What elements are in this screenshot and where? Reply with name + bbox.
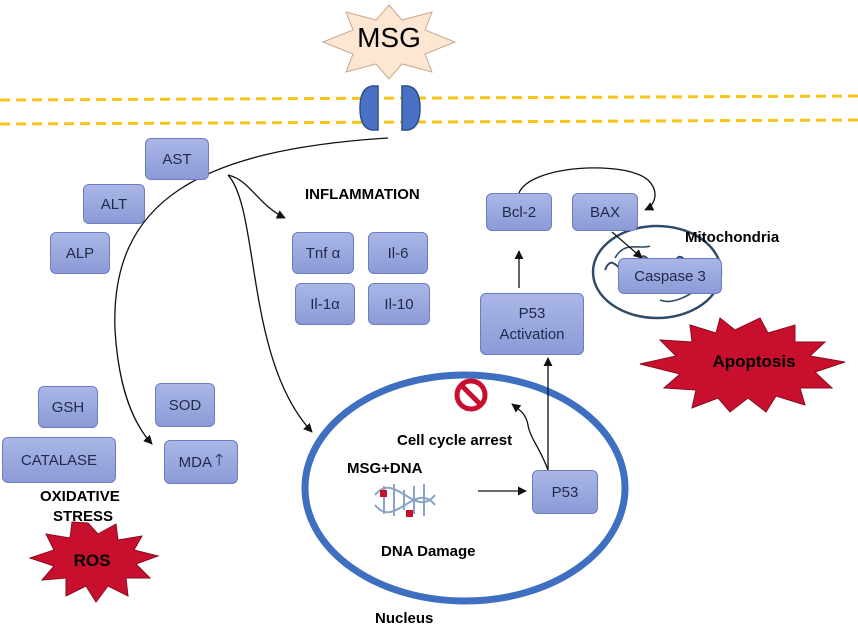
inflammation-title: INFLAMMATION bbox=[305, 186, 420, 203]
arrow-to-nucleus bbox=[227, 174, 313, 433]
oxidative-title-line2: STRESS bbox=[53, 508, 114, 525]
mitochondria-label: Mitochondria bbox=[685, 229, 780, 246]
il6-box: Il-6 bbox=[368, 232, 428, 274]
il10-box: Il-10 bbox=[368, 283, 430, 325]
p53-activation-line2: Activation bbox=[499, 326, 565, 343]
p53-activation-line1: P53 bbox=[518, 305, 546, 322]
arrow-bax-to-caspase bbox=[611, 231, 643, 259]
dna-damage-label: DNA Damage bbox=[381, 543, 476, 560]
apoptosis-burst bbox=[639, 317, 846, 413]
msg-star-shape bbox=[321, 4, 457, 80]
oxidative-title-line1: OXIDATIVE bbox=[40, 488, 120, 505]
apoptosis-label: Apoptosis bbox=[712, 352, 796, 371]
mda-label: MDA bbox=[178, 453, 212, 471]
membrane-line-top bbox=[0, 94, 858, 102]
p53-activation-box: P53 Activation bbox=[480, 293, 584, 355]
ros-burst bbox=[28, 521, 160, 603]
mda-box: MDA 🡑 bbox=[164, 440, 238, 484]
arrow-bcl2-to-bax bbox=[518, 167, 656, 211]
arrow-to-mda bbox=[114, 137, 389, 445]
channel-left bbox=[359, 85, 379, 131]
arrow-to-cell-cycle bbox=[511, 403, 549, 471]
gsh-box: GSH bbox=[38, 386, 98, 428]
dna-helix-icon bbox=[374, 484, 436, 517]
ast-box: AST bbox=[145, 138, 209, 180]
tnf-box: Tnf α bbox=[292, 232, 354, 274]
p53-box: P53 bbox=[532, 470, 598, 514]
il1-box: Il-1α bbox=[295, 283, 355, 325]
bax-box: BAX bbox=[572, 193, 638, 231]
nucleus-label: Nucleus bbox=[375, 610, 434, 627]
alt-box: ALT bbox=[83, 184, 145, 224]
cell-cycle-arrest-label: Cell cycle arrest bbox=[397, 432, 513, 449]
catalase-box: CATALASE bbox=[2, 437, 116, 483]
sod-box: SOD bbox=[155, 383, 215, 427]
no-entry-icon bbox=[454, 378, 488, 412]
msg-dna-label: MSG+DNA bbox=[347, 460, 423, 477]
nucleus-ring bbox=[301, 371, 629, 605]
up-arrow-icon: 🡑 bbox=[215, 451, 224, 469]
channel-right bbox=[401, 85, 421, 131]
alp-box: ALP bbox=[50, 232, 110, 274]
arrow-to-inflammation bbox=[227, 174, 286, 219]
bcl2-box: Bcl-2 bbox=[486, 193, 552, 231]
ros-label: ROS bbox=[73, 551, 111, 570]
caspase3-box: Caspase 3 bbox=[618, 258, 722, 294]
msg-label: MSG bbox=[357, 22, 421, 53]
membrane-line-bottom bbox=[0, 118, 858, 126]
